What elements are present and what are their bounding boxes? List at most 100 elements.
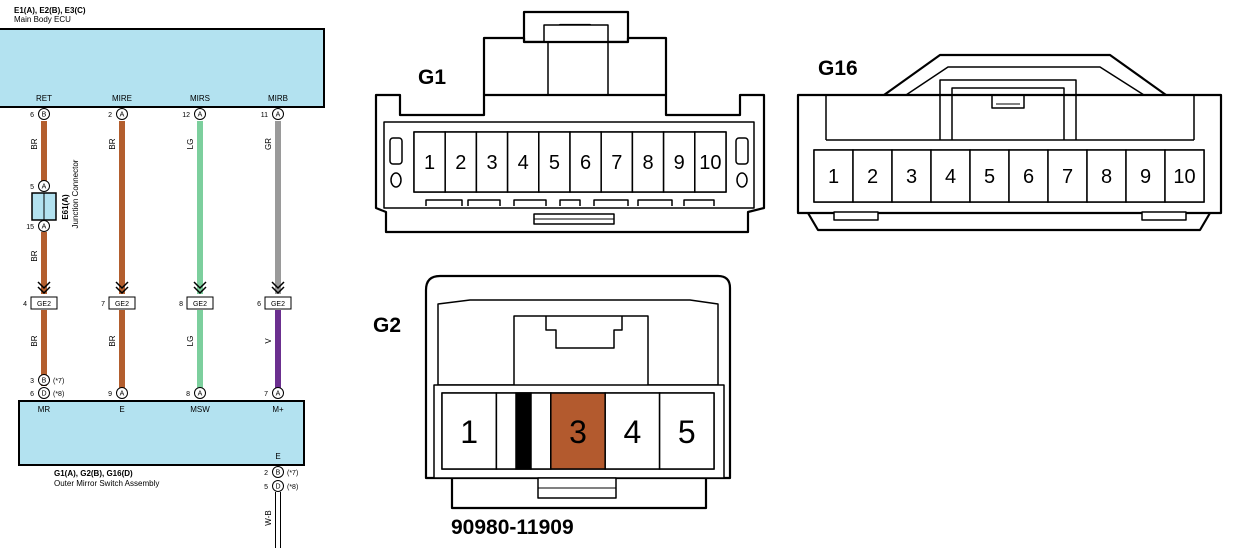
svg-text:(*7): (*7) bbox=[287, 470, 298, 477]
switch-connectors-label: G1(A), G2(B), G16(D) bbox=[54, 469, 133, 478]
ecu-terminal-mire: 2 A bbox=[108, 108, 128, 120]
g1-title: G1 bbox=[418, 66, 446, 89]
ecu-terminal-mirb: 11 A bbox=[261, 108, 284, 120]
switch-name-label: Outer Mirror Switch Assembly bbox=[54, 479, 159, 488]
g2-pin-numbers: 1 2 3 4 5 bbox=[460, 414, 695, 450]
svg-text:GE2: GE2 bbox=[37, 301, 51, 308]
ecu-pin-label-mire: MIRE bbox=[112, 94, 132, 103]
svg-text:B: B bbox=[42, 112, 47, 119]
switch-term-e: E bbox=[119, 405, 124, 414]
switch-terminal-e: 9 A bbox=[108, 387, 128, 399]
svg-text:2: 2 bbox=[264, 470, 268, 477]
ecu-name-label: Main Body ECU bbox=[14, 15, 71, 24]
svg-text:A: A bbox=[42, 224, 47, 231]
svg-text:4: 4 bbox=[518, 152, 529, 174]
wire-color-mirs-top: LG bbox=[186, 139, 195, 150]
svg-text:8: 8 bbox=[186, 391, 190, 398]
svg-text:8: 8 bbox=[642, 152, 653, 174]
svg-text:A: A bbox=[42, 184, 47, 191]
svg-text:7: 7 bbox=[101, 301, 105, 308]
wire-mirs-lower bbox=[197, 310, 203, 388]
ecu-terminal-ret: 6 B bbox=[30, 108, 50, 120]
g1-connector bbox=[374, 10, 766, 234]
wire-color-ret-bot: BR bbox=[30, 335, 39, 346]
svg-text:5: 5 bbox=[678, 414, 696, 450]
svg-text:5: 5 bbox=[549, 152, 560, 174]
wire-mire-lower bbox=[119, 310, 125, 388]
wire-m-plus bbox=[275, 310, 281, 388]
svg-text:9: 9 bbox=[1140, 166, 1151, 188]
wire-color-mire-top: BR bbox=[108, 138, 117, 149]
ge2-connector-mire: 7 GE2 bbox=[101, 281, 136, 310]
svg-text:8: 8 bbox=[179, 301, 183, 308]
ge2-connector-mirb: 6 GE2 bbox=[257, 281, 292, 310]
svg-text:A: A bbox=[276, 112, 281, 119]
ecu-pin-label-ret: RET bbox=[36, 94, 52, 103]
switch-term-m-plus: M+ bbox=[272, 405, 284, 414]
svg-text:4: 4 bbox=[624, 414, 642, 450]
wire-color-ground: W-B bbox=[264, 510, 273, 525]
ecu-pin-label-mirb: MIRB bbox=[268, 94, 288, 103]
svg-text:9: 9 bbox=[674, 152, 685, 174]
wire-ground bbox=[275, 492, 281, 548]
junction-connector-e61: 5 A 15 A E61(A) Junction Connector bbox=[26, 159, 80, 232]
outer-mirror-switch-box bbox=[18, 400, 305, 466]
svg-text:11: 11 bbox=[261, 112, 268, 119]
g2-title: G2 bbox=[373, 314, 401, 337]
svg-text:B: B bbox=[276, 470, 281, 477]
switch-term-mr: MR bbox=[38, 405, 51, 414]
svg-text:D: D bbox=[41, 391, 46, 398]
svg-text:A: A bbox=[198, 391, 203, 398]
ecu-pin-label-mirs: MIRS bbox=[190, 94, 210, 103]
svg-text:6: 6 bbox=[580, 152, 591, 174]
svg-text:6: 6 bbox=[30, 112, 34, 119]
svg-text:D: D bbox=[275, 484, 280, 491]
svg-text:10: 10 bbox=[1173, 166, 1195, 188]
g2-part-number: 90980-11909 bbox=[451, 516, 574, 539]
svg-text:4: 4 bbox=[945, 166, 956, 188]
svg-text:5: 5 bbox=[264, 484, 268, 491]
svg-text:A: A bbox=[120, 112, 125, 119]
junction-name: Junction Connector bbox=[71, 159, 80, 228]
svg-text:2: 2 bbox=[455, 152, 466, 174]
g16-connector bbox=[796, 53, 1223, 232]
g2-pin-cells bbox=[441, 392, 715, 470]
wire-color-ret-mid: BR bbox=[30, 250, 39, 261]
svg-text:(*8): (*8) bbox=[53, 391, 64, 398]
svg-text:(*7): (*7) bbox=[53, 378, 64, 385]
svg-text:1: 1 bbox=[460, 414, 478, 450]
svg-text:9: 9 bbox=[108, 391, 112, 398]
svg-text:6: 6 bbox=[30, 391, 34, 398]
wire-color-mire-bot: BR bbox=[108, 335, 117, 346]
ground-terminals: 2 B (*7) 5 D (*8) bbox=[264, 466, 298, 492]
svg-text:6: 6 bbox=[257, 301, 261, 308]
svg-text:3: 3 bbox=[486, 152, 497, 174]
g16-pin-numbers: 1 2 3 4 5 6 7 8 9 10 bbox=[828, 166, 1196, 188]
g1-pin-cells bbox=[413, 131, 727, 193]
switch-terminal-msw: 8 A bbox=[186, 387, 206, 399]
svg-text:4: 4 bbox=[23, 301, 27, 308]
svg-text:12: 12 bbox=[182, 112, 190, 119]
svg-text:15: 15 bbox=[26, 224, 34, 231]
svg-text:7: 7 bbox=[264, 391, 268, 398]
svg-text:A: A bbox=[120, 391, 125, 398]
switch-terminal-m-plus: 7 A bbox=[264, 387, 284, 399]
svg-text:GE2: GE2 bbox=[271, 301, 285, 308]
switch-terminal-mr: 3 B (*7) 6 D (*8) bbox=[30, 374, 64, 399]
svg-text:1: 1 bbox=[828, 166, 839, 188]
svg-text:A: A bbox=[276, 391, 281, 398]
svg-text:6: 6 bbox=[1023, 166, 1034, 188]
svg-text:8: 8 bbox=[1101, 166, 1112, 188]
svg-text:3: 3 bbox=[906, 166, 917, 188]
svg-text:7: 7 bbox=[611, 152, 622, 174]
wire-color-ret-top: BR bbox=[30, 138, 39, 149]
svg-text:1: 1 bbox=[424, 152, 435, 174]
ge2-connector-mirs: 8 GE2 bbox=[179, 281, 214, 310]
main-body-ecu-box bbox=[0, 28, 325, 108]
svg-text:A: A bbox=[198, 112, 203, 119]
g2-connector bbox=[424, 274, 732, 510]
ecu-connectors-label: E1(A), E2(B), E3(C) bbox=[14, 6, 86, 15]
svg-text:(*8): (*8) bbox=[287, 484, 298, 491]
g16-title: G16 bbox=[818, 57, 858, 80]
